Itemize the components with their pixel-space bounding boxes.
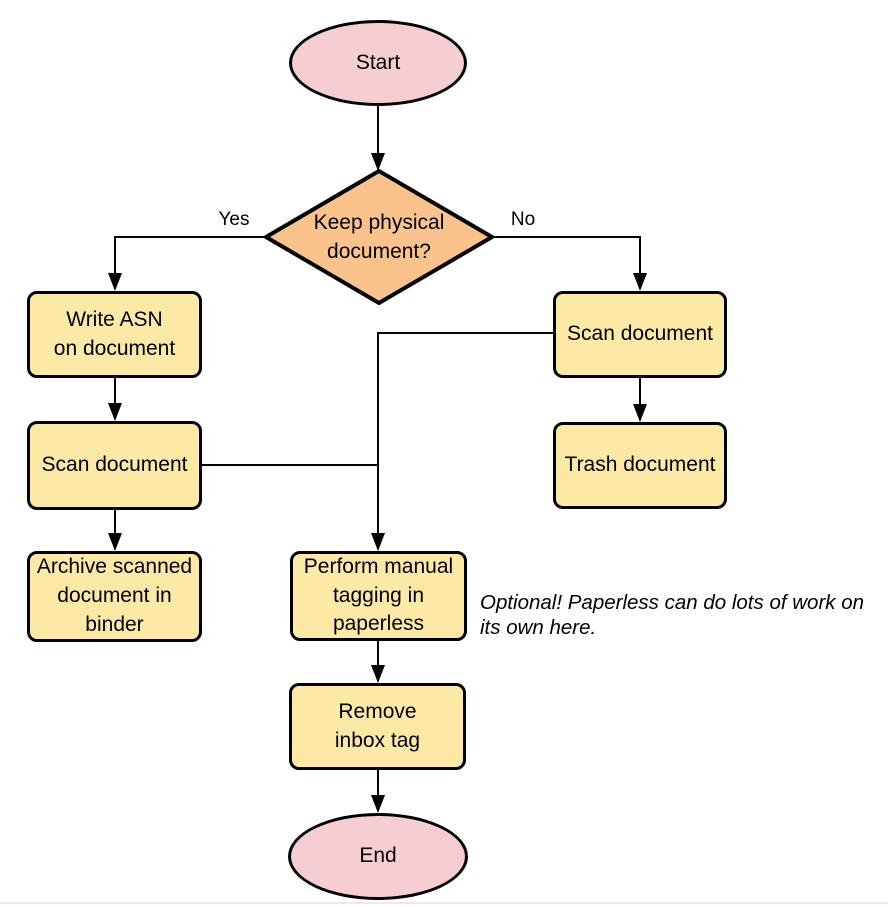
process-scan-document-right: Scan document — [553, 291, 727, 378]
start-terminal: Start — [289, 20, 467, 106]
bottom-divider — [0, 902, 888, 904]
remove-inbox-label: Remove inbox tag — [334, 699, 421, 752]
end-label: End — [359, 844, 397, 868]
process-write-asn: Write ASN on document — [27, 291, 202, 378]
decision-keep-physical: Keep physical document? — [262, 167, 496, 307]
process-remove-inbox-tag: Remove inbox tag — [289, 683, 466, 770]
edge-scan-right-to-tagging — [371, 332, 553, 551]
optional-annotation: Optional! Paperless can do lots of work … — [480, 591, 865, 639]
process-scan-document-left: Scan document — [27, 421, 202, 510]
edge-no-to-scan — [492, 236, 647, 291]
write-asn-label: Write ASN on document — [53, 307, 176, 360]
archive-label: Archive scanned document in binder — [36, 555, 193, 636]
scan-right-label: Scan document — [567, 322, 713, 346]
start-label: Start — [355, 50, 401, 74]
process-archive-in-binder: Archive scanned document in binder — [27, 551, 202, 642]
decision-label: Keep physical document? — [313, 210, 445, 263]
tagging-label: Perform manual tagging in paperless — [303, 554, 454, 636]
end-terminal: End — [288, 813, 468, 900]
decision-diamond-shape — [264, 169, 494, 305]
trash-label: Trash document — [564, 453, 716, 477]
process-manual-tagging: Perform manual tagging in paperless — [290, 551, 467, 641]
no-branch-label: No — [510, 209, 536, 230]
yes-branch-label: Yes — [218, 209, 250, 230]
process-trash-document: Trash document — [553, 422, 727, 509]
edge-yes-to-write-asn — [108, 236, 266, 291]
scan-left-label: Scan document — [41, 453, 188, 477]
